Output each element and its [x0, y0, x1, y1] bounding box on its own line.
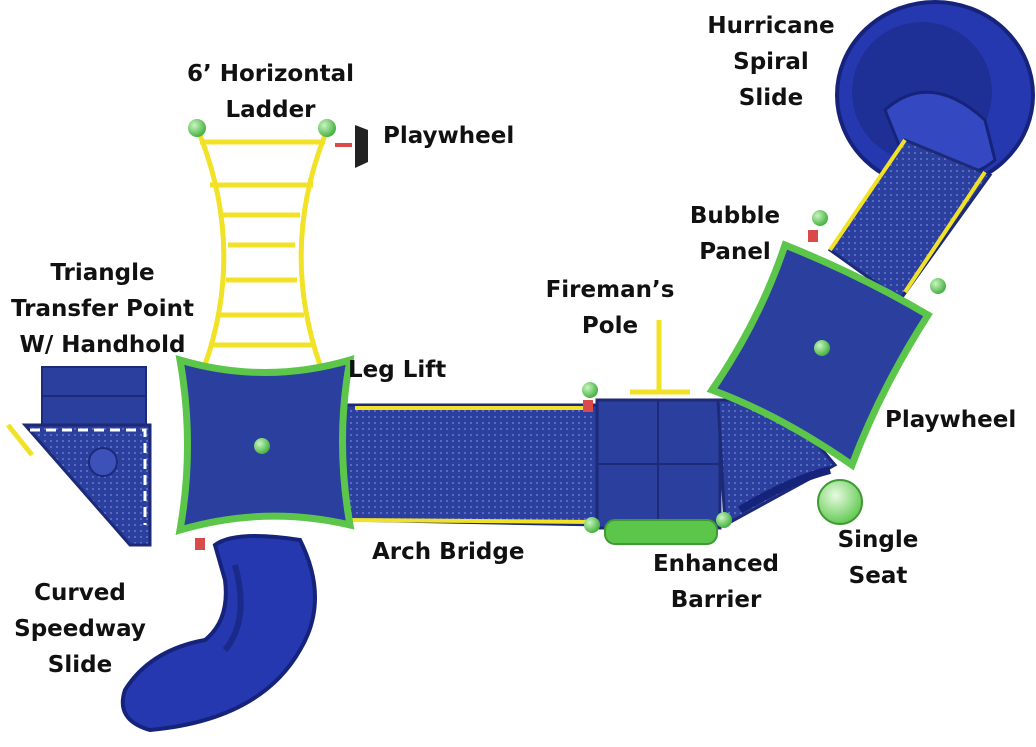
- post-cap-ball: [318, 119, 336, 137]
- right-deck: [706, 240, 933, 471]
- post-cap-ball: [188, 119, 206, 137]
- label-leg-lift: Leg Lift: [348, 357, 447, 383]
- label-enhanced-barrier: Enhanced Barrier: [652, 551, 780, 613]
- label-bubble-panel: Bubble Panel: [689, 203, 781, 265]
- left-deck: [175, 355, 355, 535]
- label-curved-speedway-slide: Curved Speedway Slide: [14, 580, 146, 678]
- label-single-seat: Single Seat: [837, 527, 919, 589]
- horizontal-ladder: [197, 134, 328, 366]
- label-horizontal-ladder: 6’ Horizontal Ladder: [187, 61, 354, 123]
- single-seat: [817, 479, 863, 525]
- label-playwheel-top: Playwheel: [383, 123, 515, 149]
- label-hurricane-spiral-slide: Hurricane Spiral Slide: [707, 13, 835, 111]
- hurricane-spiral-slide: [827, 0, 1035, 303]
- label-firemans-pole: Fireman’s Pole: [545, 277, 675, 339]
- label-triangle-transfer-point: Triangle Transfer Point W/ Handhold: [11, 260, 194, 358]
- label-arch-bridge: Arch Bridge: [372, 539, 525, 565]
- firemans-pole: [630, 320, 690, 395]
- playwheel-top: [335, 125, 368, 168]
- arch-bridge: [338, 403, 602, 527]
- support-legs: [195, 230, 818, 550]
- triangle-transfer-point: [6, 366, 152, 547]
- curved-speedway-slide: [120, 534, 317, 733]
- post-caps: [582, 210, 946, 533]
- label-playwheel-right: Playwheel: [885, 407, 1017, 433]
- enhanced-barrier: [604, 519, 718, 545]
